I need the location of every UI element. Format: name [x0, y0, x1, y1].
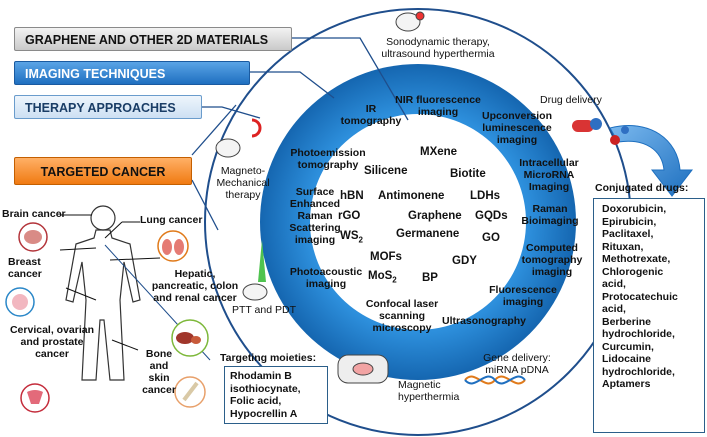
imaging-ct: Computed tomography imaging: [521, 242, 583, 278]
drug-item: Curcumin,: [602, 340, 654, 353]
targeting-box: Rhodamin B isothiocynate, Folic acid, Hy…: [224, 366, 328, 424]
material-hbn: hBN: [340, 190, 364, 202]
therapy-sonodynamic: Sonodynamic therapy, ultrasound hyperthe…: [381, 36, 495, 60]
material-silicene: Silicene: [364, 165, 408, 177]
cancer-hepatic: Hepatic, pancreatic, colon and renal can…: [151, 268, 239, 304]
material-go: GO: [482, 232, 500, 244]
drug-item: acid,: [602, 278, 626, 290]
legend-graphene: GRAPHENE AND OTHER 2D MATERIALS: [14, 27, 292, 51]
brain-icon: [18, 222, 48, 252]
human-figure: [65, 205, 141, 381]
conjugated-box: Doxorubicin, Epirubicin, Paclitaxel, Rit…: [593, 198, 705, 433]
drug-item: Rituxan,: [602, 240, 644, 253]
therapy-drug-delivery: Drug delivery: [540, 94, 602, 106]
imaging-ultrasonography: Ultrasonography: [441, 315, 526, 327]
legend-targeted: TARGETED CANCER: [14, 157, 192, 185]
drug-item: Berberine: [602, 315, 652, 328]
material-mofs: MOFs: [370, 251, 402, 263]
cancer-cervical: Cervical, ovarian and prostate cancer: [9, 324, 95, 360]
material-ldhs: LDHs: [470, 190, 501, 202]
drug-item: hydrochloride,: [602, 328, 675, 340]
materials-circle: [310, 114, 526, 330]
drug-item: Protocatechuic: [602, 290, 678, 303]
organs-icon: [171, 319, 209, 357]
cancer-bone: Bone and skin cancer: [142, 348, 176, 396]
therapy-magneto: Magneto-Mechanical therapy: [216, 165, 270, 201]
mouse-magneto-icon: [215, 118, 262, 158]
drug-item: Methotrexate,: [602, 253, 671, 265]
targeting-items: Rhodamin B isothiocynate, Folic acid, Hy…: [230, 370, 301, 420]
magnet-coil-icon: [337, 354, 389, 384]
material-ws2: WS2: [340, 230, 363, 245]
targeting-title: Targeting moieties:: [220, 352, 317, 364]
cancer-breast: Breast cancer: [8, 256, 42, 280]
drug-item: Paclitaxel,: [602, 228, 654, 240]
imaging-intracellular: Intracellular MicroRNA Imaging: [519, 157, 579, 193]
therapy-ptt-pdt: PTT and PDT: [232, 304, 296, 316]
imaging-photoemission: Photoemission tomography: [290, 147, 366, 171]
imaging-sers: Surface Enhanced Raman Scattering imagin…: [289, 186, 341, 246]
imaging-raman: Raman Bioimaging: [521, 203, 579, 227]
imaging-nir: NIR fluorescence imaging: [395, 94, 481, 118]
drug-item: Lidocaine: [602, 353, 652, 365]
bone-icon: [174, 376, 206, 408]
imaging-confocal: Confocal laser scanning microscopy: [365, 298, 439, 334]
drug-molecule-icon: [572, 118, 629, 145]
drug-item: Chlorogenic: [602, 265, 664, 278]
material-gqds: GQDs: [475, 210, 508, 222]
drug-item: Epirubicin,: [602, 215, 657, 228]
cancer-brain: Brain cancer: [2, 208, 66, 220]
imaging-upconversion: Upconversion luminescence imaging: [481, 110, 552, 146]
cancer-lung: Lung cancer: [140, 214, 203, 226]
legend-therapy: THERAPY APPROACHES: [14, 95, 202, 119]
material-antimonene: Antimonene: [378, 190, 445, 202]
mouse-ptt-icon: [242, 240, 268, 301]
drug-item: Doxorubicin,: [602, 203, 667, 215]
imaging-ir: IR tomography: [340, 103, 402, 127]
material-germanene: Germanene: [396, 228, 460, 240]
drug-item: acid,: [602, 303, 626, 315]
material-mxene: MXene: [420, 146, 458, 158]
uterus-icon: [20, 383, 50, 413]
dna-icon: [464, 375, 526, 385]
lungs-icon: [157, 230, 189, 262]
breast-icon: [5, 287, 35, 317]
material-biotite: Biotite: [450, 168, 486, 180]
imaging-fluorescence: Fluorescence imaging: [489, 284, 557, 308]
therapy-gene-delivery: Gene delivery: miRNA pDNA: [483, 352, 551, 376]
therapy-magnetic-hyperthermia: Magnetic hyperthermia: [398, 379, 460, 403]
mouse-sonodynamic-icon: [395, 11, 425, 32]
drug-item: hydrochloride,: [602, 365, 675, 378]
material-rgo: rGO: [338, 210, 361, 222]
material-gdy: GDY: [452, 255, 477, 267]
material-graphene: Graphene: [408, 210, 462, 222]
imaging-photoacoustic: Photoacoustic imaging: [289, 266, 363, 290]
conjugated-title: Conjugated drugs:: [595, 182, 689, 194]
drug-item: Aptamers: [602, 378, 651, 390]
legend-imaging: IMAGING TECHNIQUES: [14, 61, 250, 85]
drug-arrow: [609, 125, 694, 197]
material-mos2: MoS2: [368, 270, 397, 285]
material-bp: BP: [422, 272, 438, 284]
